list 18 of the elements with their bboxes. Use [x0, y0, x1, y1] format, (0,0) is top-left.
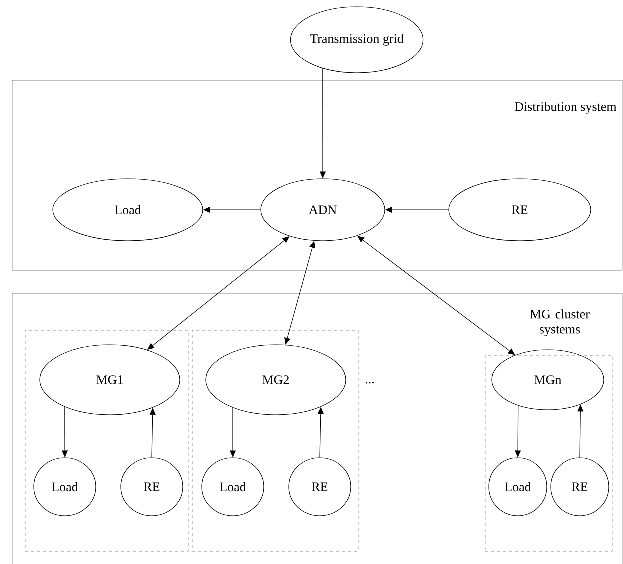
- ellipse-node: Load: [34, 458, 96, 516]
- group-box: [192, 330, 359, 552]
- ellipse-node: Load: [202, 458, 264, 516]
- group-box: [485, 355, 613, 552]
- ellipse-node: MG2: [206, 344, 346, 416]
- ellipse-node: MG1: [40, 344, 180, 416]
- group-box: [25, 330, 189, 552]
- ellipsis-label: ...: [366, 382, 374, 384]
- ellipse-node: RE: [448, 178, 592, 242]
- ellipse-node: RE: [120, 458, 184, 516]
- ellipse-node: MGn: [492, 350, 604, 410]
- ellipse-node: RE: [550, 458, 610, 516]
- ellipse-node: RE: [288, 458, 352, 516]
- ellipse-node: ADN: [260, 178, 386, 242]
- ellipse-node: Transmission grid: [290, 6, 424, 74]
- arrow: [358, 236, 516, 356]
- ellipse-node: Load: [488, 458, 548, 516]
- ellipse-node: Load: [52, 178, 204, 242]
